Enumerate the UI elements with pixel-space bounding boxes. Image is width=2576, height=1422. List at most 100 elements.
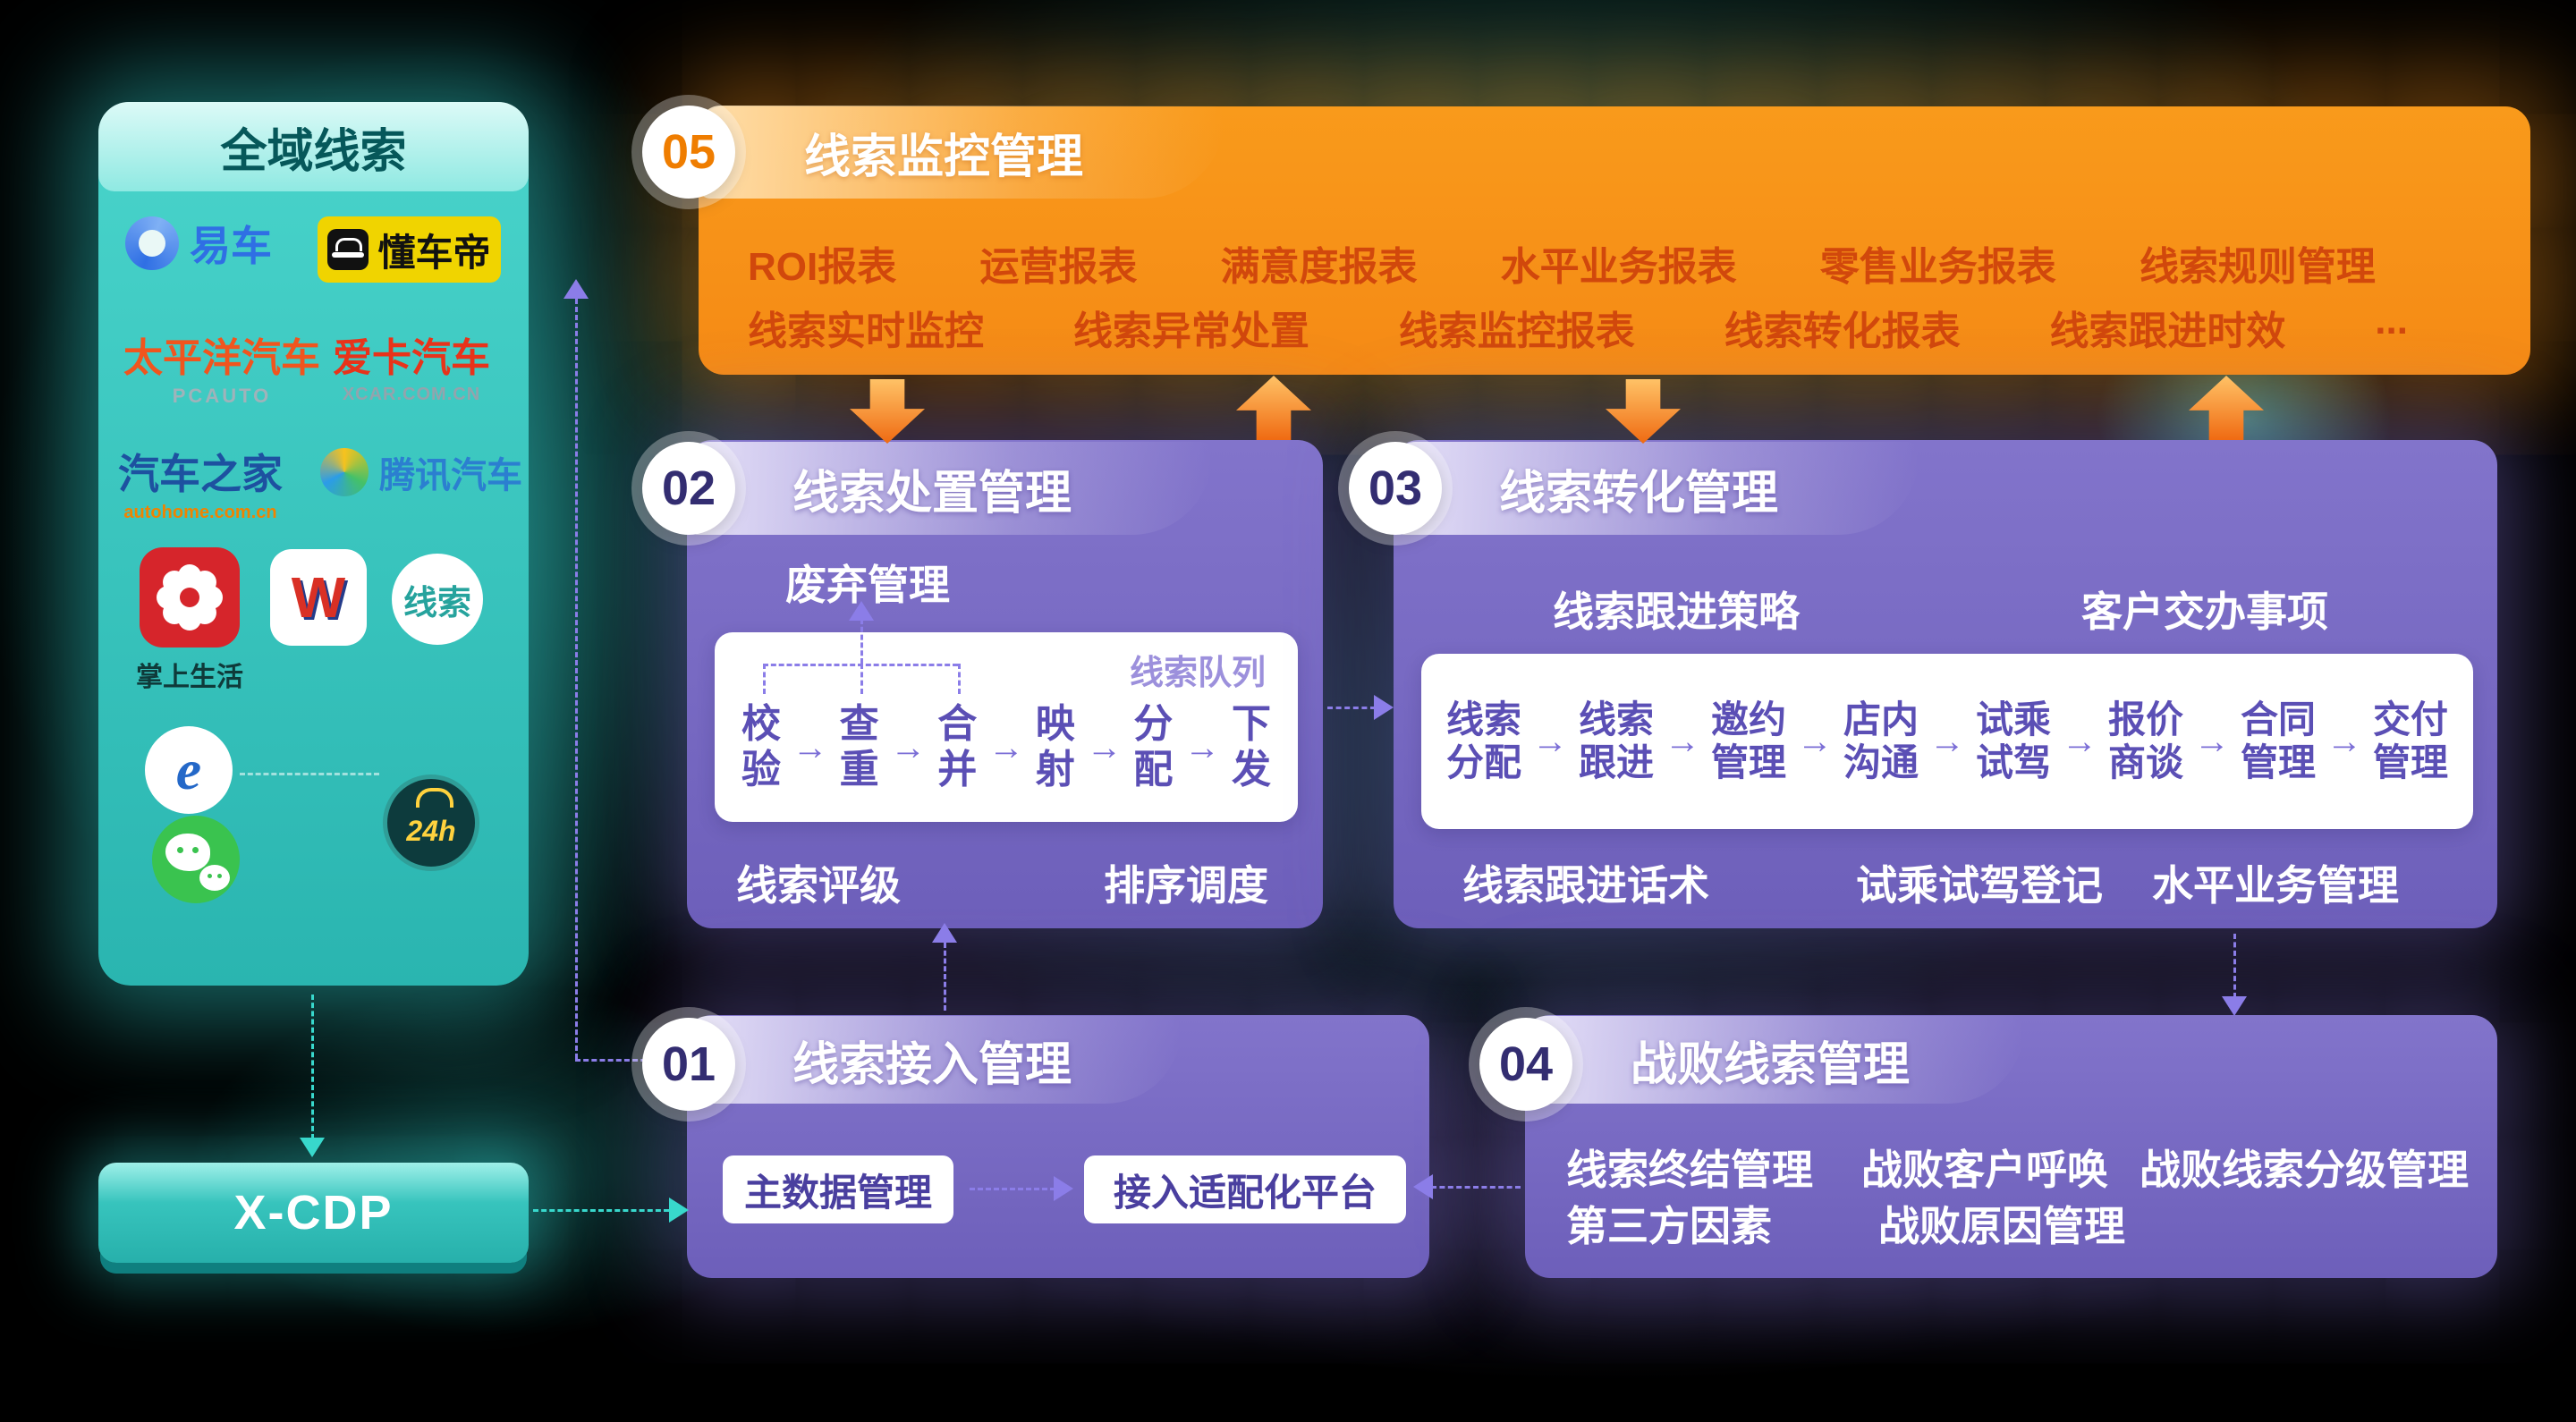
xcar-sub-label: XCAR.COM.CN xyxy=(342,385,481,404)
tencent-auto-icon xyxy=(320,448,369,496)
bubble-eye xyxy=(177,847,183,853)
02-to-03-arrowhead xyxy=(1374,695,1394,720)
headset-shape xyxy=(416,788,453,808)
01-to-02-arrowhead xyxy=(932,923,957,943)
flow-step: 店内沟通 xyxy=(1843,698,1919,783)
report-item: 线索监控报表 xyxy=(1398,309,1635,353)
lost-reason-label: 战败原因管理 xyxy=(1878,1203,2125,1249)
tencent-auto-label: 腾讯汽车 xyxy=(379,456,522,495)
chat-bubble-small xyxy=(199,865,230,891)
01-to-02-line xyxy=(944,943,946,1011)
logo-yiche: 易车 xyxy=(125,214,272,273)
lost-customer-recall-label: 战败客户呼唤 xyxy=(1861,1147,2108,1193)
flow-arrow-icon xyxy=(1797,722,1833,762)
flow-step: 邀约管理 xyxy=(1710,698,1786,783)
report-item: 运营报表 xyxy=(979,245,1138,289)
03-to-04-arrowhead xyxy=(2222,996,2247,1016)
flow-arrow-icon xyxy=(890,728,926,768)
flow-arrow-icon xyxy=(988,728,1024,768)
flow-arrow-icon xyxy=(1532,722,1568,762)
master-data-box: 主数据管理 xyxy=(723,1155,953,1223)
flow-step: 合同管理 xyxy=(2240,698,2316,783)
04-to-01-arrowhead xyxy=(1413,1174,1433,1199)
report-item: 零售业务报表 xyxy=(1819,245,2056,289)
logo-xcar: 爱卡汽车 XCAR.COM.CN xyxy=(333,326,490,405)
horizontal-business-label: 水平业务管理 xyxy=(2152,862,2399,909)
panel-to-xcdp-line xyxy=(311,995,314,1139)
xcar-label: 爱卡汽车 xyxy=(333,336,490,380)
wechat-icon xyxy=(152,816,240,903)
02-to-05-arrow xyxy=(1236,376,1311,440)
module-05-row1: ROI报表 运营报表 满意度报表 水平业务报表 零售业务报表 线索规则管理 xyxy=(748,234,2376,292)
01-to-05-stub xyxy=(575,1059,687,1062)
flow-step: 交付管理 xyxy=(2372,698,2448,783)
report-item: ROI报表 xyxy=(748,245,897,289)
access-internal-arrow-line xyxy=(970,1188,1055,1190)
bubble-eye xyxy=(217,874,222,878)
05-to-02-arrow xyxy=(850,379,925,444)
flow-step: 映射 xyxy=(1035,702,1075,791)
flower-app-icon xyxy=(140,547,240,648)
autohome-label: 汽车之家 xyxy=(118,451,283,497)
bubble-eye xyxy=(192,847,199,853)
logo-pcauto: 太平洋汽车 PCAUTO xyxy=(123,326,320,408)
flow-step: 线索跟进 xyxy=(1578,698,1654,783)
report-item: 线索规则管理 xyxy=(2139,245,2376,289)
flow-step: 合并 xyxy=(937,702,978,791)
report-item-ellipsis: ... xyxy=(2375,299,2408,343)
discard-bracket-stub xyxy=(958,664,961,694)
02-to-03-line xyxy=(1327,707,1376,709)
module-03-title-band: 线索转化管理 xyxy=(1394,442,1919,535)
module-05-number: 05 xyxy=(661,125,716,179)
module-05-number-badge: 05 xyxy=(642,106,735,199)
module-01-number: 01 xyxy=(661,1037,716,1091)
03-to-05-arrow xyxy=(2189,376,2264,440)
flow-step: 校验 xyxy=(741,702,781,791)
module-01-number-badge: 01 xyxy=(642,1018,735,1111)
panel-title: 全域线索 xyxy=(98,102,529,191)
logo-dongchedi: 懂车帝 xyxy=(318,216,501,283)
module-04-title-band: 战败线索管理 xyxy=(1525,1016,2024,1104)
car-body-shape xyxy=(332,252,365,258)
pcauto-sub-label: PCAUTO xyxy=(172,385,272,407)
discard-arrow-line xyxy=(860,619,863,664)
customer-tasks-label: 客户交办事项 xyxy=(2081,588,2328,635)
w-app-icon: W xyxy=(270,549,367,646)
xcdp-box: X-CDP xyxy=(98,1163,529,1263)
yiche-icon-inner xyxy=(139,230,165,257)
lead-queue-label: 线索队列 xyxy=(1129,655,1266,692)
car-cabin-shape xyxy=(335,238,363,251)
module-03-title: 线索转化管理 xyxy=(1499,467,1779,520)
01-to-05-arrowhead xyxy=(564,279,589,299)
h24-label: 24h xyxy=(406,814,456,847)
flower-center-shape xyxy=(180,588,199,607)
logo-autohome: 汽车之家 autohome.com.cn xyxy=(118,442,283,523)
module-04-number: 04 xyxy=(1498,1037,1554,1091)
module-01-title: 线索接入管理 xyxy=(792,1038,1072,1091)
report-item: 线索转化报表 xyxy=(1724,309,1961,353)
flow-arrow-icon xyxy=(1184,728,1220,768)
05-to-03-arrow xyxy=(1606,379,1681,444)
flow-arrow-icon xyxy=(1665,722,1700,762)
third-party-factor-label: 第三方因素 xyxy=(1566,1203,1772,1249)
module-05-row2: 线索实时监控 线索异常处置 线索监控报表 线索转化报表 线索跟进时效 ... xyxy=(748,299,2408,356)
conversion-flow: 线索分配 线索跟进 邀约管理 店内沟通 试乘试驾 报价商谈 合同管理 交付管理 xyxy=(1421,654,2473,829)
module-04-title: 战败线索管理 xyxy=(1631,1038,1911,1091)
report-item: 线索实时监控 xyxy=(748,309,984,353)
xcdp-to-01-line xyxy=(533,1209,669,1212)
04-to-01-line xyxy=(1431,1186,1521,1189)
module-02-number: 02 xyxy=(661,461,716,515)
panel-to-xcdp-arrowhead xyxy=(300,1138,325,1157)
flow-arrow-icon xyxy=(1087,728,1123,768)
module-04-number-badge: 04 xyxy=(1479,1018,1572,1111)
yiche-icon xyxy=(125,216,179,270)
report-item: 线索跟进时效 xyxy=(2049,309,2286,353)
adapter-platform-box: 接入适配化平台 xyxy=(1084,1155,1406,1223)
module-02-number-badge: 02 xyxy=(642,442,735,535)
report-item: 线索异常处置 xyxy=(1072,309,1309,353)
followup-strategy-label: 线索跟进策略 xyxy=(1553,588,1800,635)
lead-termination-label: 线索终结管理 xyxy=(1566,1147,1813,1193)
panel-dashed-connector xyxy=(240,773,379,775)
w-letter: W xyxy=(291,565,346,630)
sort-schedule-label: 排序调度 xyxy=(1104,862,1268,909)
